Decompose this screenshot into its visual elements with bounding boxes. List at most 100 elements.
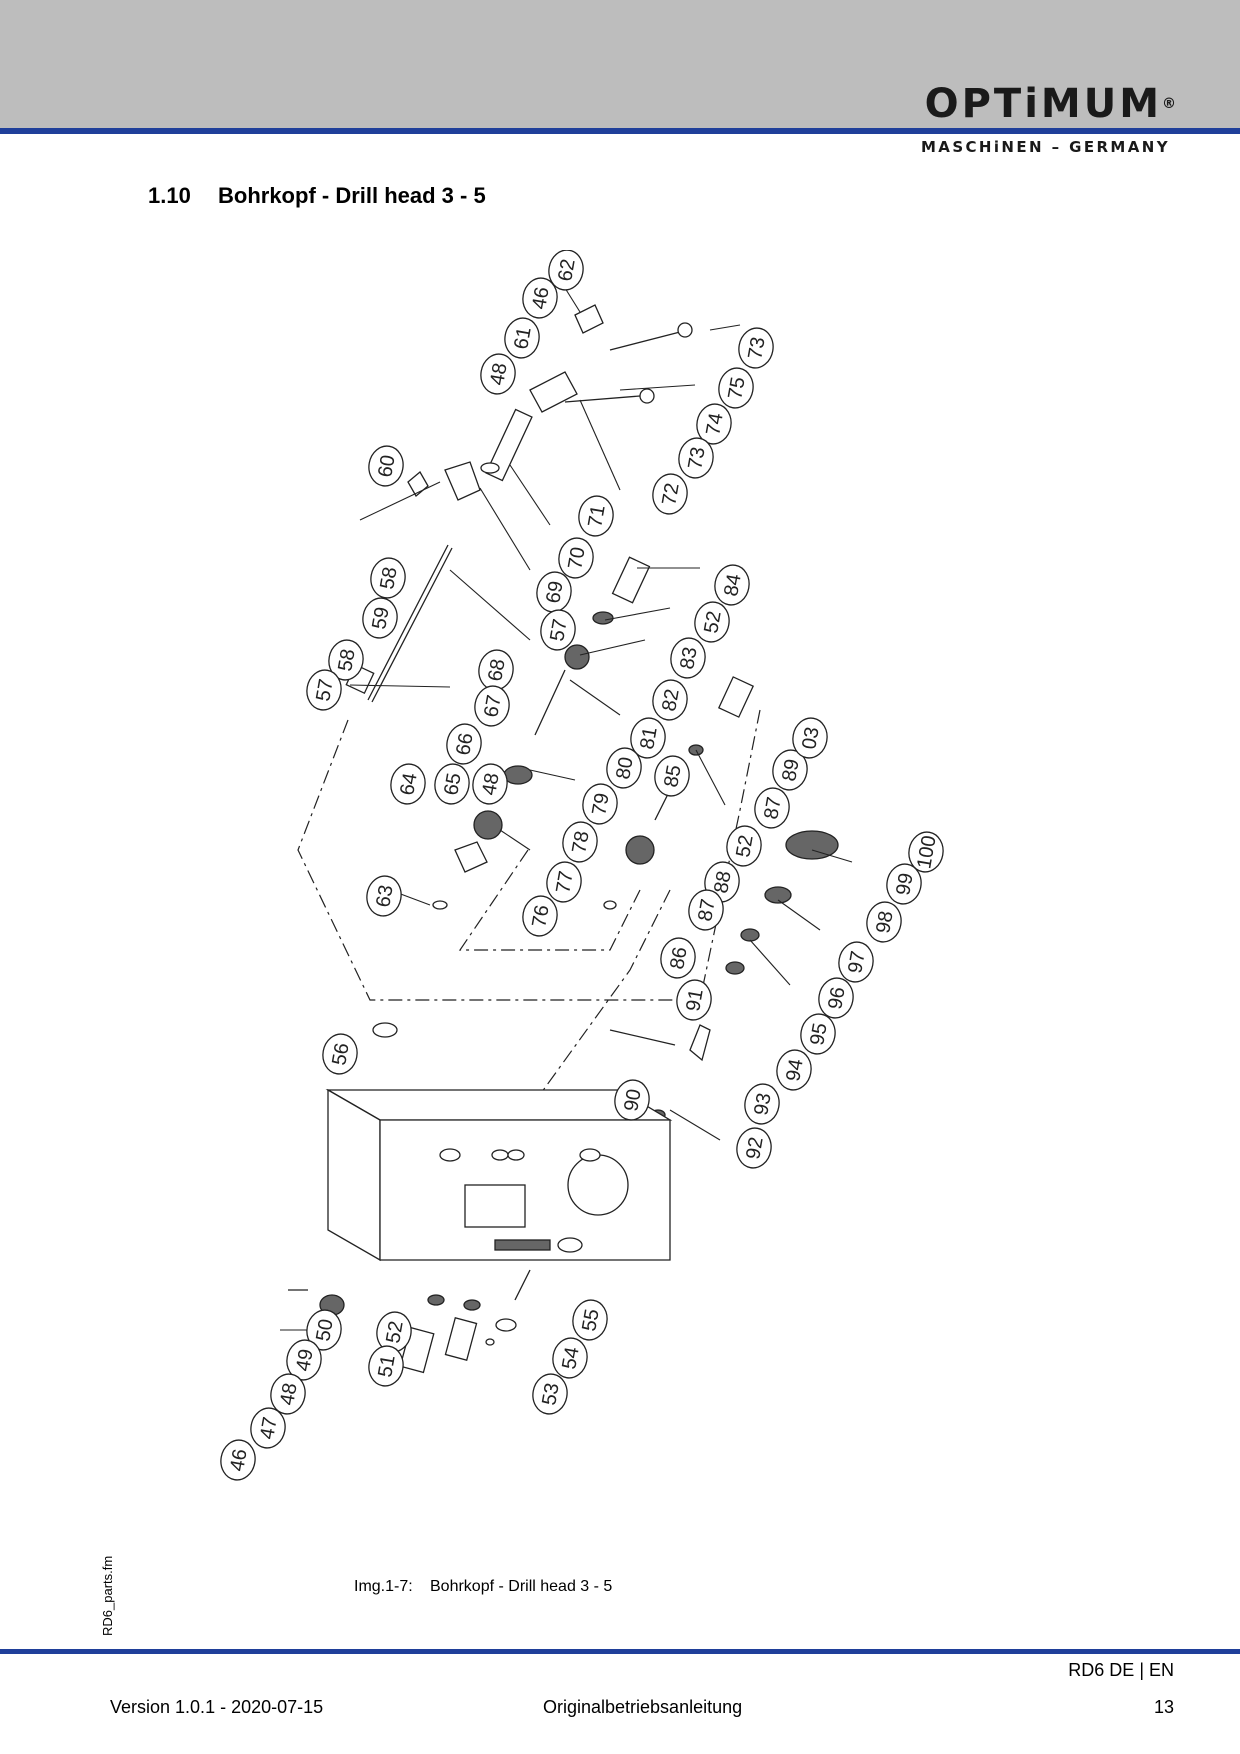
callout-58: 58	[328, 639, 364, 681]
callout-61: 61	[504, 317, 540, 359]
callout-93: 93	[744, 1083, 780, 1125]
svg-text:74: 74	[702, 411, 728, 437]
callout-89: 89	[772, 749, 808, 791]
section-title: Bohrkopf - Drill head 3 - 5	[218, 183, 486, 208]
spindle-shaft-group	[432, 556, 651, 910]
svg-text:91: 91	[682, 987, 708, 1013]
svg-text:58: 58	[376, 565, 402, 591]
callout-87: 87	[754, 787, 790, 829]
figure-caption: Img.1-7:Bohrkopf - Drill head 3 - 5	[354, 1578, 612, 1596]
svg-text:93: 93	[750, 1091, 776, 1117]
svg-text:76: 76	[528, 903, 554, 929]
callout-86: 86	[660, 937, 696, 979]
callout-83: 83	[670, 637, 706, 679]
svg-text:53: 53	[538, 1381, 564, 1407]
section-number: 1.10	[148, 183, 191, 208]
callout-50: 50	[306, 1309, 342, 1351]
logo-subtitle: MASCHiNEN – GERMANY	[920, 138, 1170, 156]
svg-text:50: 50	[312, 1317, 338, 1343]
header-band	[0, 0, 1240, 128]
callout-48: 48	[270, 1373, 306, 1415]
callout-80: 80	[606, 747, 642, 789]
callout-52: 52	[376, 1311, 412, 1353]
callout-57: 57	[540, 609, 576, 651]
callout-78: 78	[562, 821, 598, 863]
callout-76: 76	[522, 895, 558, 937]
svg-text:90: 90	[620, 1087, 646, 1113]
svg-text:69: 69	[542, 579, 568, 605]
callout-70: 70	[558, 537, 594, 579]
callout-51: 51	[368, 1345, 404, 1387]
svg-text:47: 47	[256, 1415, 282, 1441]
callout-92: 92	[736, 1127, 772, 1169]
svg-text:63: 63	[372, 883, 398, 909]
svg-text:57: 57	[312, 677, 338, 703]
svg-text:52: 52	[382, 1319, 408, 1345]
callout-60: 60	[368, 445, 404, 487]
leader-lines	[280, 279, 853, 1331]
callout-62: 62	[548, 250, 584, 291]
callout-97: 97	[838, 941, 874, 983]
callout-67: 67	[474, 685, 510, 727]
svg-text:75: 75	[724, 375, 750, 401]
callout-52: 52	[694, 601, 730, 643]
callout-48: 48	[472, 763, 508, 805]
svg-text:56: 56	[328, 1041, 354, 1067]
pinion-shaft-group	[603, 676, 839, 1121]
callout-95: 95	[800, 1013, 836, 1055]
callout-68: 68	[478, 649, 514, 691]
svg-text:70: 70	[564, 545, 590, 571]
svg-text:84: 84	[720, 572, 746, 598]
callout-64: 64	[390, 763, 426, 805]
callout-57: 57	[306, 669, 342, 711]
svg-text:46: 46	[226, 1447, 252, 1473]
svg-text:73: 73	[684, 445, 710, 471]
svg-text:96: 96	[824, 985, 850, 1011]
svg-text:61: 61	[510, 325, 536, 351]
svg-text:54: 54	[558, 1345, 584, 1371]
svg-text:48: 48	[276, 1381, 302, 1407]
svg-text:52: 52	[732, 833, 758, 859]
callout-55: 55	[572, 1299, 608, 1341]
callout-79: 79	[582, 783, 618, 825]
svg-text:99: 99	[892, 871, 918, 897]
callout-71: 71	[578, 495, 614, 537]
callout-47: 47	[250, 1407, 286, 1449]
callout-58: 58	[370, 557, 406, 599]
callout-52: 52	[726, 825, 762, 867]
callout-48: 48	[480, 353, 516, 395]
callout-46: 46	[522, 277, 558, 319]
callout-56: 56	[322, 1033, 358, 1075]
svg-text:81: 81	[636, 725, 662, 751]
svg-text:66: 66	[452, 731, 478, 757]
callout-73: 73	[678, 437, 714, 479]
callout-73: 73	[738, 327, 774, 369]
logo-wordmark: OPTiMUM	[924, 81, 1162, 127]
svg-text:55: 55	[578, 1307, 604, 1333]
callout-85: 85	[654, 755, 690, 797]
svg-text:82: 82	[658, 687, 684, 713]
callout-82: 82	[652, 679, 688, 721]
callout-98: 98	[866, 901, 902, 943]
svg-text:48: 48	[486, 361, 512, 387]
callout-69: 69	[536, 571, 572, 613]
callout-96: 96	[818, 977, 854, 1019]
callout-54: 54	[552, 1337, 588, 1379]
footer-divider	[0, 1649, 1240, 1654]
callout-63: 63	[366, 875, 402, 917]
svg-text:52: 52	[700, 609, 726, 635]
handle-assembly	[345, 304, 693, 703]
callout-87: 87	[688, 889, 724, 931]
svg-text:73: 73	[744, 335, 770, 361]
svg-text:48: 48	[478, 771, 504, 797]
svg-text:57: 57	[546, 617, 572, 643]
page-number: 13	[1153, 1697, 1174, 1717]
svg-text:62: 62	[554, 257, 580, 283]
callout-66: 66	[446, 723, 482, 765]
callout-94: 94	[776, 1049, 812, 1091]
callout-49: 49	[286, 1339, 322, 1381]
footer-version: Version 1.0.1 - 2020-07-15	[110, 1697, 324, 1717]
svg-text:58: 58	[334, 647, 360, 673]
svg-text:95: 95	[806, 1021, 832, 1047]
callout-75: 75	[718, 367, 754, 409]
